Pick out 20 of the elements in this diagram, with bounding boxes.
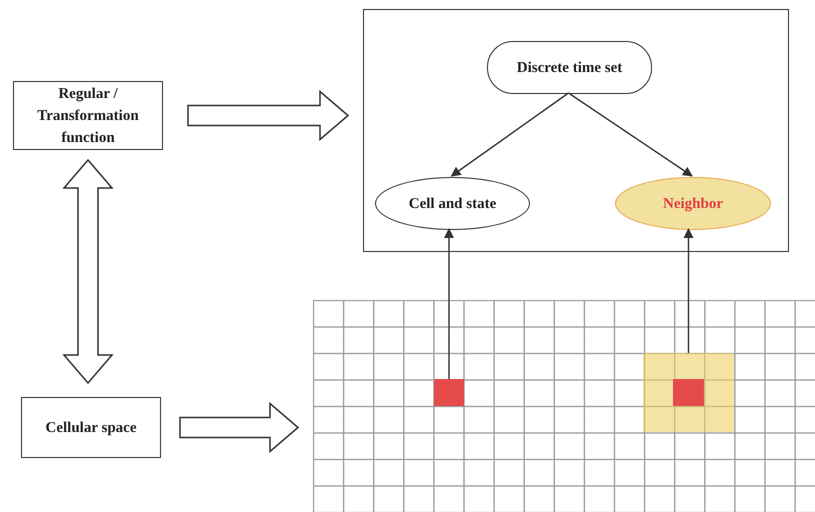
double-block-arrow [62, 158, 114, 384]
block-arrow [187, 90, 350, 142]
node-label: Regular / Transformation function [36, 84, 140, 148]
frame-box [363, 9, 789, 252]
arrow [684, 228, 694, 353]
arrow [450, 92, 569, 177]
cell-square [673, 379, 704, 406]
node-label: Cellular space [46, 418, 136, 438]
arrow [444, 228, 454, 379]
cell-grid [313, 300, 815, 512]
neighborhood-square [643, 353, 734, 432]
node-label: Neighbor [663, 194, 723, 214]
node-label: Discrete time set [516, 58, 622, 78]
arrow [568, 92, 693, 177]
process-box [13, 81, 163, 150]
node-label: Cell and state [408, 194, 496, 214]
block-arrow [179, 402, 300, 454]
process-box [21, 397, 161, 458]
cell-square [434, 379, 464, 406]
rounded-box [487, 41, 652, 94]
